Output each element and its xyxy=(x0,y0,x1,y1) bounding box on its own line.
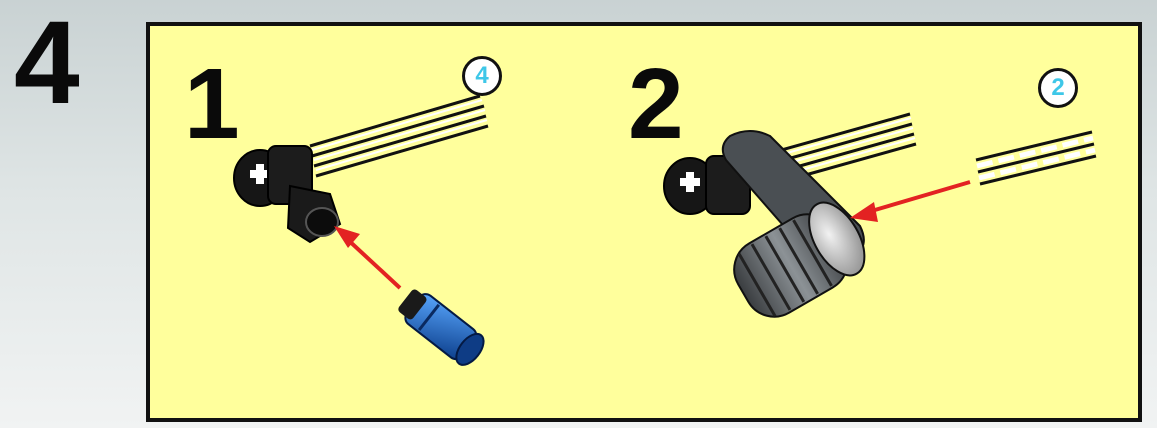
step-1-connector xyxy=(234,146,340,242)
instruction-illustration xyxy=(150,26,1146,426)
step-2-arrow xyxy=(850,182,970,222)
page-number: 4 xyxy=(14,4,78,122)
step-1-blue-pin xyxy=(394,285,489,370)
step-2-white-axle xyxy=(976,132,1096,184)
step-2-assembly xyxy=(664,131,876,328)
instruction-panel: 1 4 2 2 xyxy=(146,22,1142,422)
step-1-arrow xyxy=(334,226,400,288)
step-1-axle xyxy=(310,96,488,176)
